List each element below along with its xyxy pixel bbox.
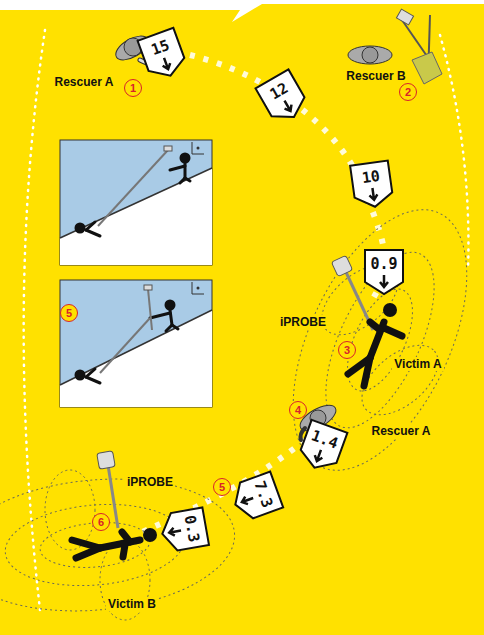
direction-arrow xyxy=(313,448,325,462)
figure-label: iPROBE xyxy=(278,315,328,329)
figure-label: iPROBE xyxy=(125,475,175,489)
figure-label: Rescuer B xyxy=(344,69,407,83)
callout-number: 3 xyxy=(338,341,356,359)
victim-figure xyxy=(348,304,402,386)
direction-arrow xyxy=(281,99,294,113)
beacon-display: 10 xyxy=(348,158,396,211)
direction-arrow xyxy=(368,187,378,200)
callout-number: 5 xyxy=(60,304,78,322)
victim-figure xyxy=(72,529,156,558)
direction-arrow xyxy=(380,275,388,287)
callout-number: 4 xyxy=(289,401,307,419)
beacon-display: 0.3 xyxy=(157,505,212,555)
callout-number: 1 xyxy=(124,79,142,97)
search-strip-edge xyxy=(24,30,45,610)
direction-arrow xyxy=(160,56,172,70)
beacon-display: 12 xyxy=(253,67,313,130)
direction-arrow xyxy=(241,494,255,506)
callout-number: 5 xyxy=(213,478,231,496)
beacon-display: 7.3 xyxy=(226,469,285,525)
figure-label: Victim A xyxy=(392,357,443,371)
search-strip-edge xyxy=(440,35,468,270)
inset-probing-angled xyxy=(60,280,212,407)
callout-number: 6 xyxy=(92,513,110,531)
beacon-display: 0.9 xyxy=(363,248,405,296)
inset-probing-perpendicular xyxy=(60,140,212,265)
figure-label: Rescuer A xyxy=(370,424,433,438)
figure-label: Victim B xyxy=(106,597,158,611)
direction-arrow xyxy=(169,527,182,537)
figure-label: Rescuer A xyxy=(53,75,116,89)
beacon-display: 15 xyxy=(135,25,191,84)
callout-number: 2 xyxy=(399,83,417,101)
distance-reading: 0.9 xyxy=(363,255,405,273)
